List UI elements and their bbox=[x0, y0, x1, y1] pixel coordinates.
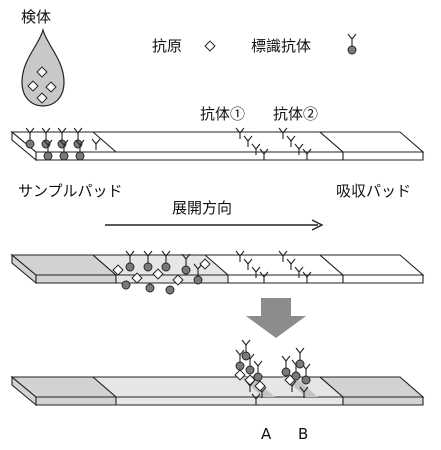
labeled-antibody-legend-label: 標識抗体 bbox=[251, 37, 312, 55]
antibody2-label: 抗体② bbox=[273, 105, 319, 123]
line-a-label: A bbox=[261, 425, 272, 443]
line-b-label: B bbox=[298, 425, 309, 443]
migrating-complexes bbox=[112, 250, 211, 295]
absorb-pad-label: 吸収パッド bbox=[336, 182, 412, 200]
direction-arrow bbox=[105, 219, 324, 231]
strip-1 bbox=[10, 127, 425, 162]
antigen-legend-icon bbox=[204, 40, 216, 52]
direction-label: 展開方向 bbox=[172, 199, 233, 217]
sample-pad-label: サンプルパッド bbox=[18, 182, 123, 200]
sample-label: 検体 bbox=[21, 8, 52, 26]
labeled-antibody-legend-icon bbox=[347, 33, 357, 55]
sample-drop bbox=[21, 27, 65, 107]
strip-3 bbox=[10, 339, 425, 407]
down-arrow bbox=[246, 298, 306, 338]
antibody1-label: 抗体① bbox=[200, 105, 246, 123]
antigen-legend-label: 抗原 bbox=[152, 37, 183, 55]
strip-2 bbox=[10, 250, 425, 295]
